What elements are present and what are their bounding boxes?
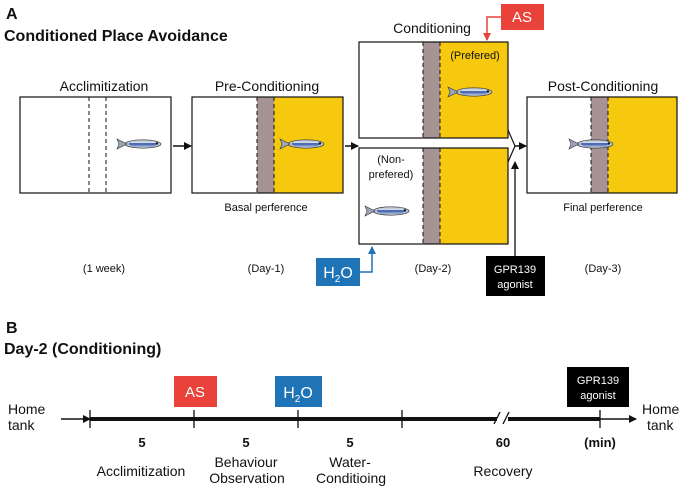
panel-a-letter: A [6, 6, 18, 23]
duration-unit: (min) [584, 435, 616, 450]
conditioning-tank-prefered [358, 41, 509, 139]
phase-acclimitization: Acclimitization [97, 463, 186, 479]
timeline-as-box: AS [174, 376, 217, 407]
acclimitization-tank [19, 96, 172, 194]
nonprefered-tag-line2: prefered) [369, 169, 414, 181]
post-conditioning-day: (Day-3) [585, 263, 622, 275]
gpr139-agonist-box: GPR139 agonist [486, 256, 545, 296]
basal-preference-caption: Basal perference [224, 202, 307, 214]
panel-b-letter: B [6, 320, 18, 337]
post-conditioning-label: Post-Conditioning [548, 78, 659, 94]
home-tank-end-1: Home [642, 401, 680, 417]
as-stimulus-box: AS [501, 4, 544, 30]
pre-conditioning-label: Pre-Conditioning [215, 78, 319, 94]
panel-a-title: Conditioned Place Avoidance [4, 28, 228, 45]
duration-behaviour: 5 [242, 435, 249, 450]
nonprefered-tag-line1: (Non- [377, 154, 405, 166]
gpr139-line2: agonist [497, 279, 532, 291]
conditioning-day: (Day-2) [415, 263, 452, 275]
timeline-gpr139-line2: agonist [580, 390, 615, 402]
home-tank-start-1: Home [8, 401, 46, 417]
final-preference-caption: Final perference [563, 202, 643, 214]
phase-behaviour-1: Behaviour [214, 454, 277, 470]
phase-behaviour-2: Observation [209, 470, 284, 486]
duration-water: 5 [346, 435, 353, 450]
timeline-h2o-box: H2O [275, 376, 322, 407]
timeline [61, 410, 637, 428]
post-conditioning-tank [526, 96, 678, 194]
timeline-h2o-label: H2O [283, 385, 313, 405]
phase-water-2: Conditioing [316, 470, 386, 486]
acclimitization-day: (1 week) [83, 263, 125, 275]
prefered-tag: (Prefered) [450, 50, 500, 62]
h2o-arrow [360, 246, 376, 273]
acclimitization-label: Acclimitization [60, 78, 149, 94]
timeline-gpr139-line1: GPR139 [577, 375, 619, 387]
duration-acclim: 5 [138, 435, 145, 450]
duration-recovery: 60 [496, 435, 510, 450]
panel-b-title: Day-2 (Conditioning) [4, 341, 161, 358]
home-tank-start-2: tank [8, 417, 35, 433]
phase-water-1: Water- [329, 454, 371, 470]
as-arrow [483, 16, 501, 41]
home-tank-end-2: tank [647, 417, 674, 433]
pre-conditioning-day: (Day-1) [248, 263, 285, 275]
pre-conditioning-tank [191, 96, 344, 194]
gpr139-line1: GPR139 [494, 264, 536, 276]
phase-recovery: Recovery [473, 463, 532, 479]
h2o-label: H2O [323, 265, 353, 285]
timeline-gpr139-box: GPR139 agonist [567, 367, 629, 407]
h2o-box: H2O [316, 258, 360, 286]
conditioning-tank-nonprefered [358, 147, 509, 245]
conditioning-label: Conditioning [393, 20, 471, 36]
as-label: AS [512, 9, 532, 26]
conditioning-merge-lines [507, 129, 516, 163]
timeline-as-label: AS [185, 384, 205, 401]
